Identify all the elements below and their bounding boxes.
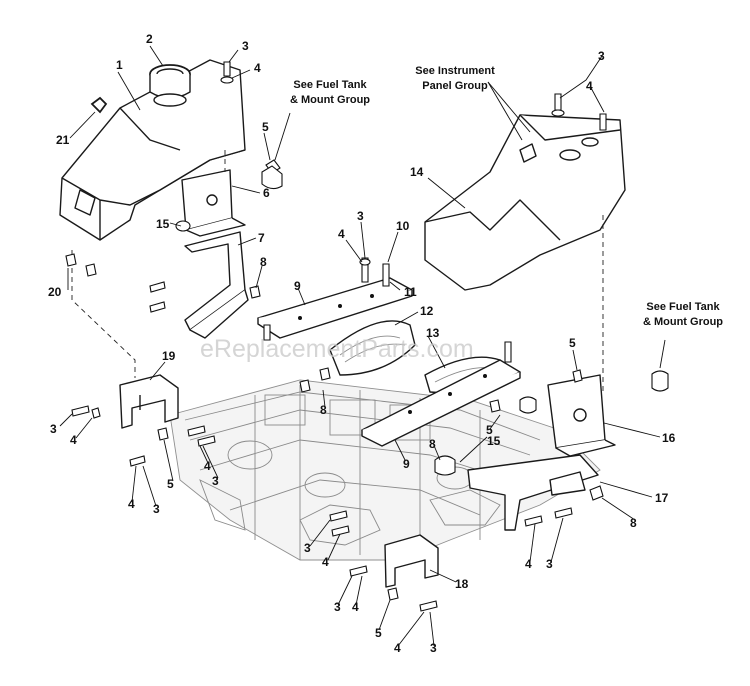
callout-label: 4: [254, 61, 261, 75]
callout-label: 3: [212, 474, 219, 488]
callout-label: 6: [263, 186, 270, 200]
callout-label: 4: [586, 79, 593, 93]
bracket-7: [184, 231, 249, 339]
note-line: & Mount Group: [290, 94, 370, 106]
callout-label: 8: [320, 403, 327, 417]
callout-label: 3: [50, 422, 57, 436]
callout-label: 10: [396, 219, 410, 233]
assembly-lines: [71, 150, 604, 395]
callout-label: 4: [70, 433, 77, 447]
callout-label: 1: [116, 58, 123, 72]
callout-label: 3: [598, 49, 605, 63]
callout-label: 3: [334, 600, 341, 614]
callout-label: 4: [352, 600, 359, 614]
callout-label: 5: [167, 477, 174, 491]
callout-label: 3: [546, 557, 553, 571]
callout-label: 18: [455, 577, 469, 591]
hardware: [65, 61, 669, 612]
callout-label: 15: [487, 434, 501, 448]
callout-label: 3: [304, 541, 311, 555]
bracket-6: [181, 169, 246, 237]
note-line: See Instrument: [415, 65, 495, 77]
callout-label: 3: [357, 209, 364, 223]
instrument-panel-cover: [424, 114, 626, 291]
bracket-17: [467, 454, 599, 531]
bracket-16: [547, 374, 616, 457]
mounting-plate-upper: [257, 277, 413, 339]
callout-labels: 1 2 3 4 21 5 6 15 7 8 20 3 10 4 11 9 12 …: [48, 32, 676, 655]
callout-label: 5: [569, 336, 576, 350]
mounting-plate-lower: [361, 359, 521, 447]
callout-label: 13: [426, 326, 440, 340]
note-line: & Mount Group: [643, 316, 723, 328]
callout-label: 14: [410, 165, 424, 179]
callout-label: 8: [429, 437, 436, 451]
callout-label: 20: [48, 285, 62, 299]
callout-label: 8: [260, 255, 267, 269]
callout-label: 5: [375, 626, 382, 640]
callout-label: 16: [662, 431, 676, 445]
note-line: See Fuel Tank: [646, 301, 720, 313]
bracket-19: [119, 374, 179, 429]
callout-label: 4: [204, 459, 211, 473]
callout-label: 2: [146, 32, 153, 46]
callout-label: 3: [242, 39, 249, 53]
gear-plate-12: [329, 320, 416, 376]
fuel-tank-cover: [59, 59, 246, 241]
callout-label: 5: [262, 120, 269, 134]
watermark-text: eReplacementParts.com: [200, 335, 474, 363]
callout-label: 9: [294, 279, 301, 293]
fuel-cap: [149, 64, 191, 107]
callout-label: 9: [403, 457, 410, 471]
callout-label: 3: [430, 641, 437, 655]
callout-label: 8: [630, 516, 637, 530]
callout-label: 4: [394, 641, 401, 655]
callout-label: 21: [56, 133, 70, 147]
callout-label: 5: [486, 423, 493, 437]
callout-label: 12: [420, 304, 434, 318]
callout-label: 17: [655, 491, 669, 505]
callout-label: 4: [525, 557, 532, 571]
note-instrument-panel: See Instrument Panel Group: [415, 65, 495, 92]
clip-part: [90, 96, 108, 114]
leader-lines: [59, 45, 666, 647]
note-line: See Fuel Tank: [293, 79, 367, 91]
note-line: Panel Group: [422, 80, 488, 92]
callout-label: 19: [162, 349, 176, 363]
callout-label: 4: [128, 497, 135, 511]
callout-label: 4: [322, 555, 329, 569]
note-fuel-tank-top: See Fuel Tank & Mount Group: [290, 79, 370, 106]
callout-label: 15: [156, 217, 170, 231]
bracket-18: [384, 534, 439, 588]
note-fuel-tank-right: See Fuel Tank & Mount Group: [643, 301, 723, 328]
callout-label: 7: [258, 231, 265, 245]
callout-label: 4: [338, 227, 345, 241]
callout-label: 11: [404, 285, 417, 299]
callout-label: 3: [153, 502, 160, 516]
